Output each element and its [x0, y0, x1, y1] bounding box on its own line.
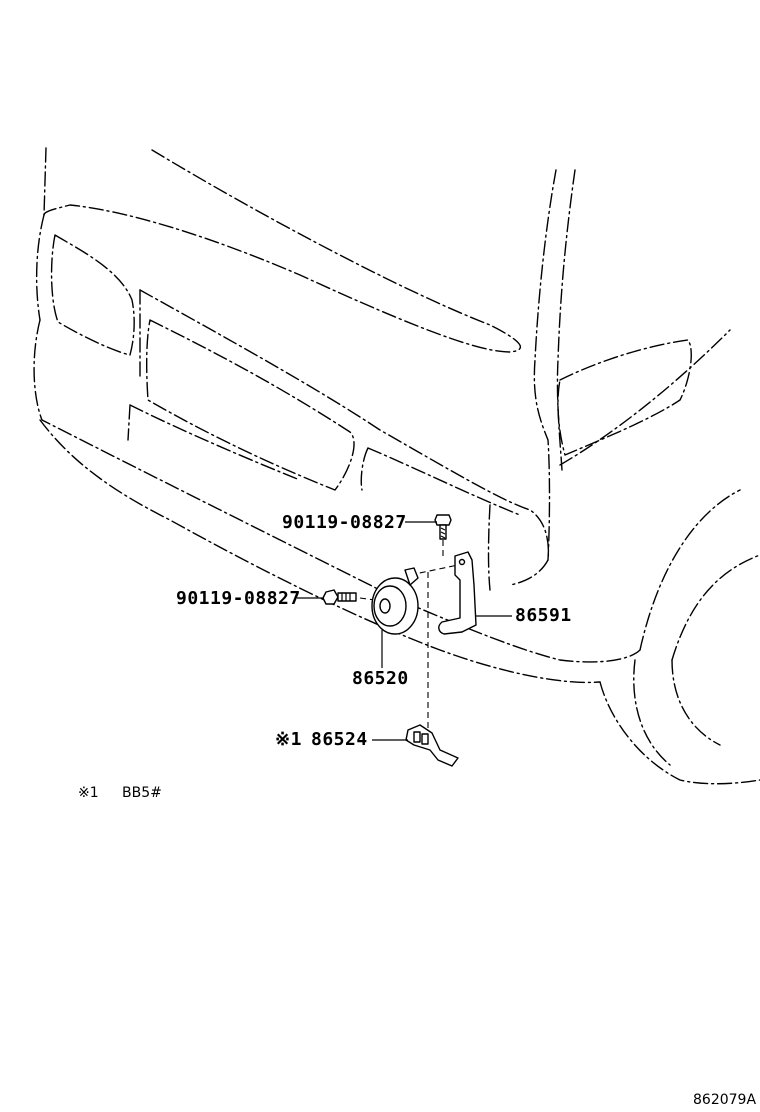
label-bolt-left: 90119-08827: [176, 588, 301, 609]
label-horn-bracket: 86591: [515, 605, 572, 626]
horn-mount-part: [405, 724, 459, 767]
label-horn-mount-mark: ※1: [275, 729, 302, 750]
label-horn: 86520: [352, 668, 409, 689]
leader-lines: [297, 521, 512, 741]
bolt-left-part: [322, 589, 357, 605]
figure-code: 862079A: [693, 1092, 757, 1108]
horn-bracket-part: [438, 551, 477, 635]
label-horn-mount: 86524: [311, 729, 368, 750]
horn-part: [371, 567, 419, 635]
note-text: BB5#: [122, 785, 162, 801]
note-mark: ※1: [78, 785, 99, 801]
alignment-lines: [359, 530, 459, 742]
bolt-upper-part: [434, 514, 452, 540]
vehicle-body-outline: [33, 147, 760, 785]
label-bolt-upper: 90119-08827: [282, 512, 407, 533]
